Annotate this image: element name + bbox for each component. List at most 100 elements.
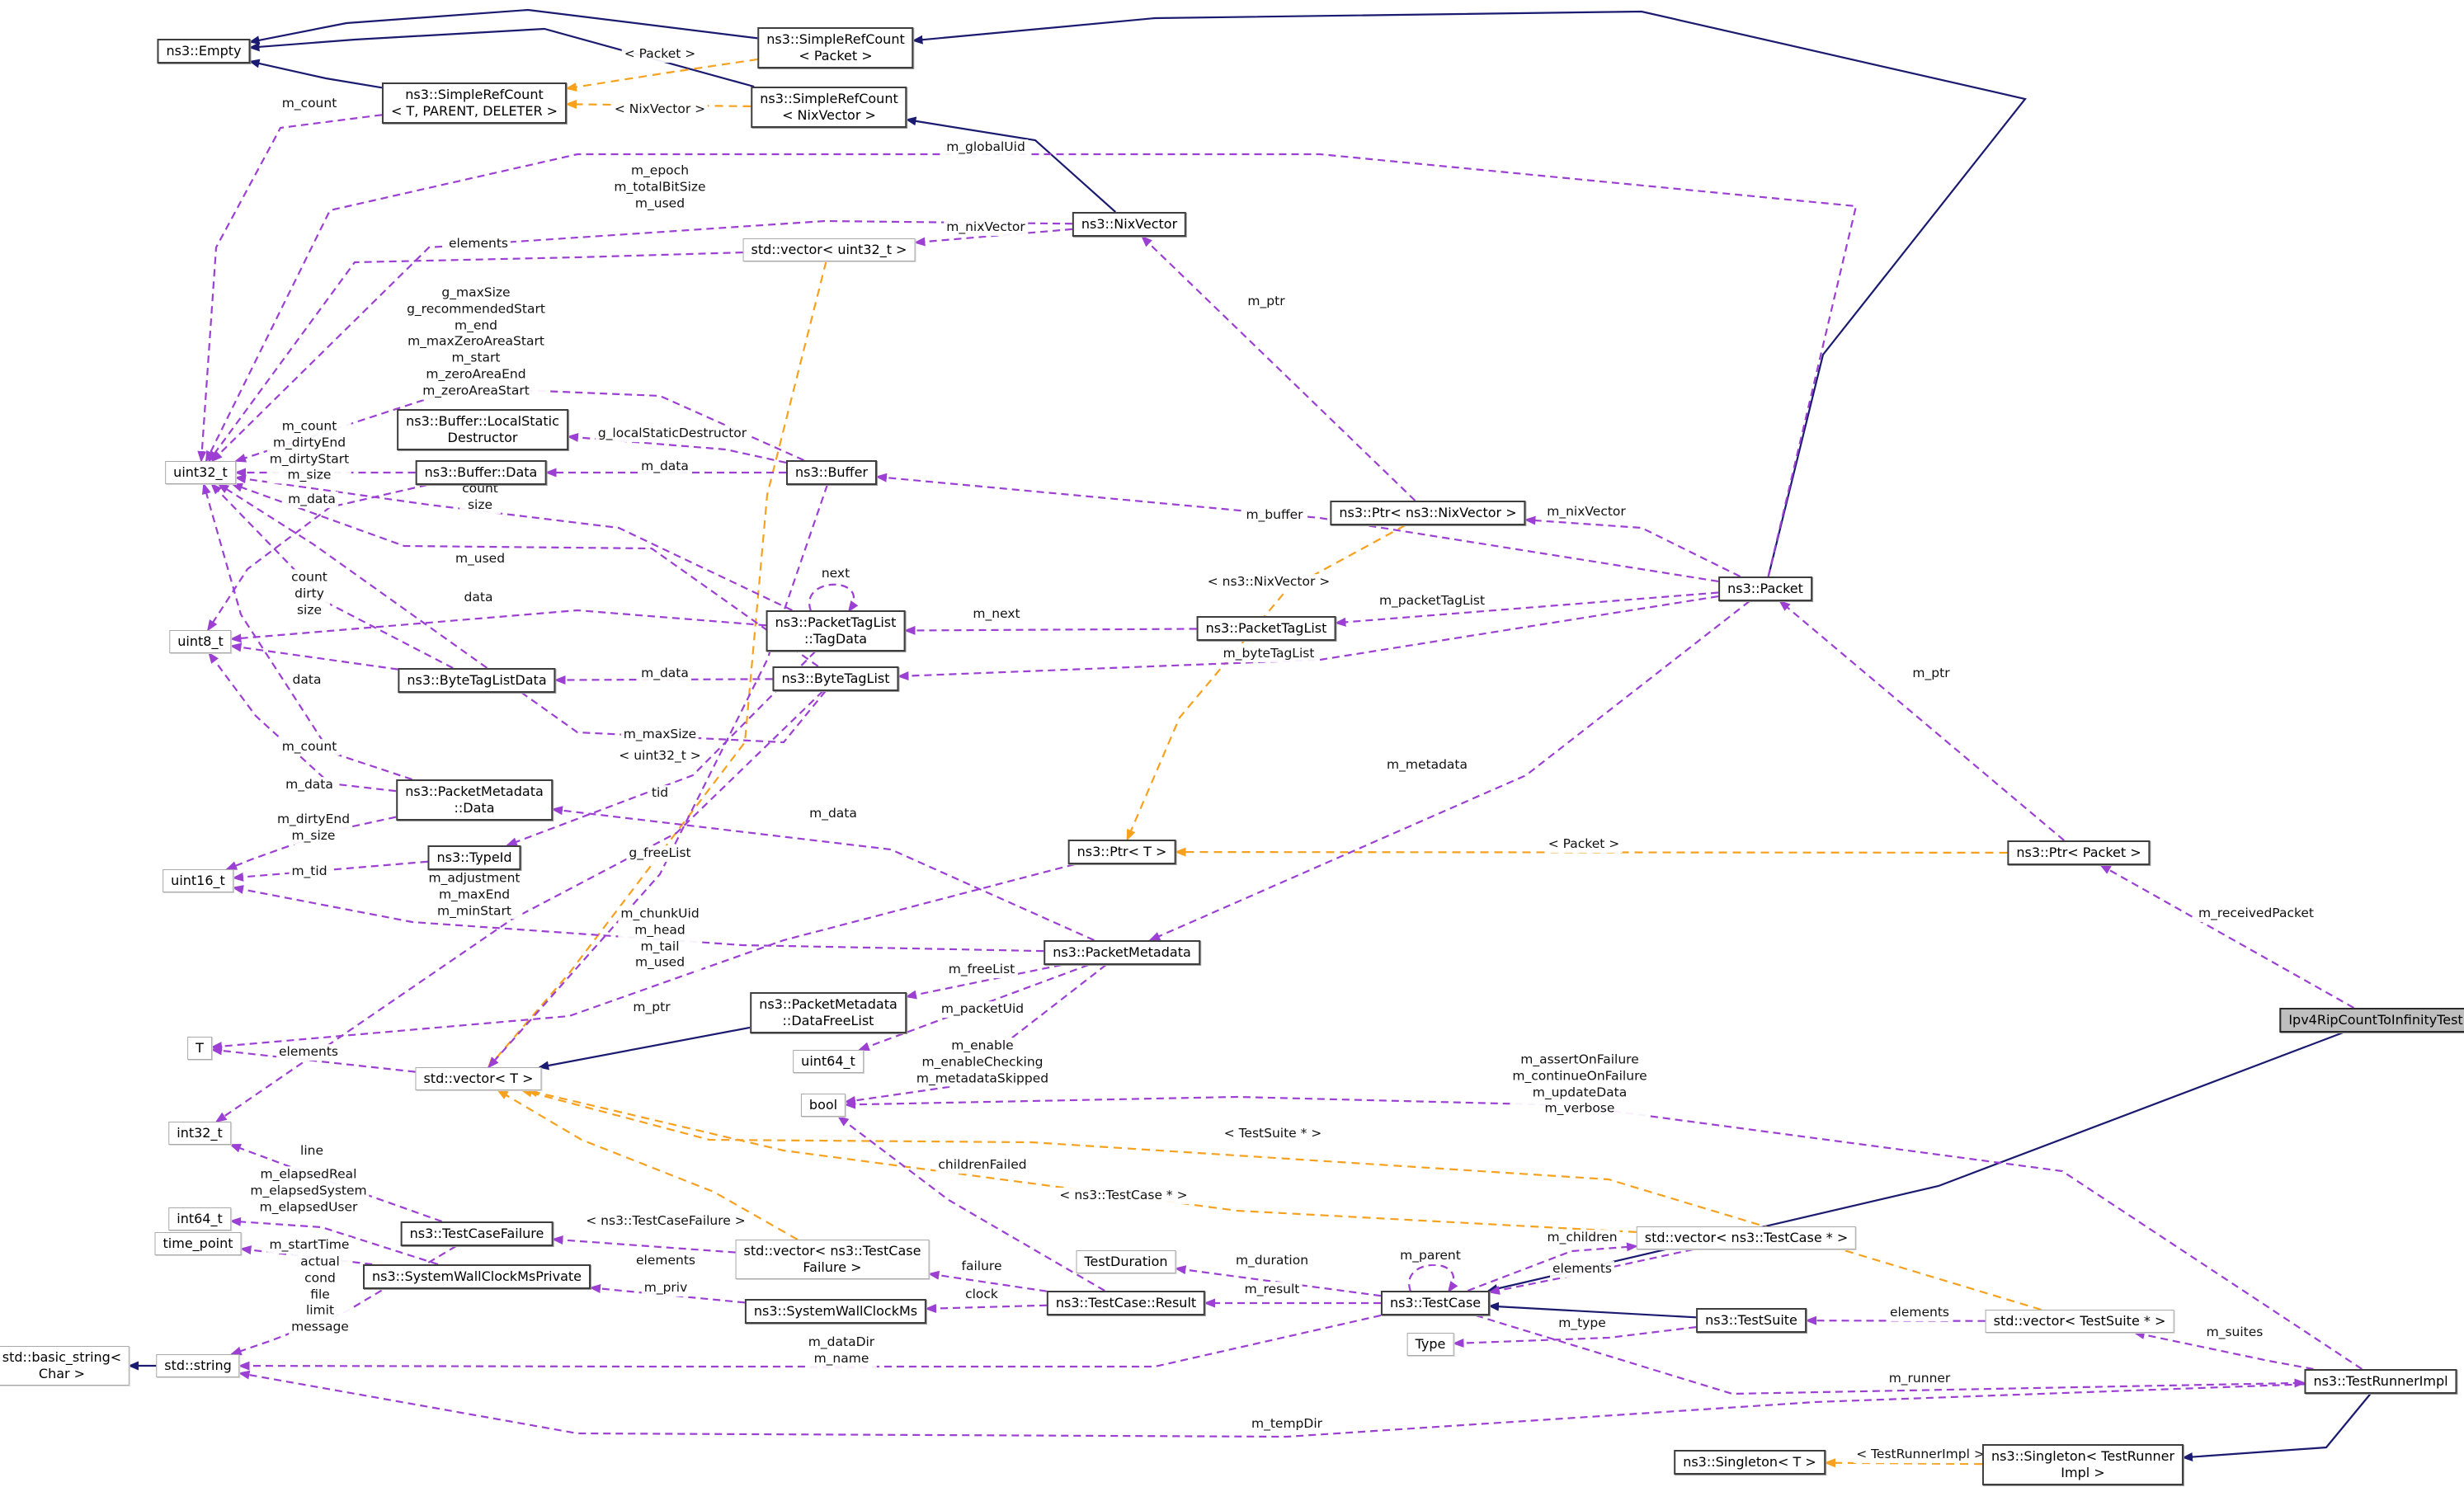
class-node-duration[interactable]: TestDuration (1076, 1250, 1176, 1273)
edge-usage-g_freeList (488, 484, 828, 1069)
edge-usage-m_runner (1475, 1314, 2306, 1395)
class-node-pm_dfl[interactable]: ns3::PacketMetadata ::DataFreeList (750, 992, 907, 1033)
edge-template-< TestSuite * > (521, 1088, 2042, 1311)
edge-label: m_data (285, 492, 338, 508)
edge-label: m_used (452, 551, 508, 567)
edge-label: < ns3::NixVector > (1204, 574, 1333, 591)
class-node-buffer[interactable]: ns3::Buffer (786, 460, 877, 485)
edge-usage-m_dataDir (238, 1314, 1382, 1371)
edge-label: < uint32_t > (616, 748, 704, 765)
class-node-vec_t[interactable]: std::vector< T > (415, 1067, 542, 1090)
edge-label: line (298, 1143, 326, 1160)
edge-usage-m_next (903, 625, 1197, 635)
edge-usage-m_children (1467, 1242, 1638, 1292)
edge-usage-m_data (206, 483, 427, 632)
edge-usage-m_buffer (875, 473, 1719, 583)
edge-inherit (248, 8, 758, 45)
edge-label: m_parent (1397, 1248, 1463, 1264)
class-node-ptr_t[interactable]: ns3::Ptr< T > (1067, 840, 1176, 864)
edge-label: < NixVector > (611, 101, 709, 118)
class-node-bool_box[interactable]: bool (800, 1094, 846, 1117)
class-node-vec_tc[interactable]: std::vector< ns3::TestCase * > (1636, 1226, 1857, 1249)
edge-label: m_runner (1886, 1371, 1953, 1387)
class-node-pm_data[interactable]: ns3::PacketMetadata ::Data (396, 779, 553, 821)
edge-usage-count (234, 474, 793, 611)
class-node-stdstring[interactable]: std::string (156, 1354, 240, 1377)
edge-label: m_count (279, 739, 340, 755)
class-node-singleton_t[interactable]: ns3::Singleton< T > (1674, 1450, 1826, 1475)
class-node-nixvector[interactable]: ns3::NixVector (1072, 212, 1187, 237)
edge-label: data (290, 672, 324, 689)
class-node-int64[interactable]: int64_t (168, 1207, 231, 1231)
class-node-swcm[interactable]: ns3::SystemWallClockMs (744, 1299, 927, 1324)
edge-label: m_globalUid (944, 139, 1028, 156)
class-node-uint8[interactable]: uint8_t (169, 630, 232, 653)
class-node-empty[interactable]: ns3::Empty (157, 39, 251, 64)
edge-label: m_dataDir m_name (805, 1334, 878, 1367)
edge-template-< Packet > (565, 58, 758, 92)
class-node-basic_string[interactable]: std::basic_string< Char > (0, 1346, 130, 1386)
edge-template-< TestRunnerImpl > (1824, 1458, 1983, 1468)
edge-label: < TestRunnerImpl > (1854, 1447, 1987, 1463)
edge-usage-m_data (551, 806, 1095, 942)
class-node-src_nix[interactable]: ns3::SimpleRefCount < NixVector > (751, 87, 907, 128)
edge-label: < TestSuite * > (1221, 1126, 1325, 1142)
class-node-buf_data[interactable]: ns3::Buffer::Data (415, 460, 547, 485)
class-node-uint32[interactable]: uint32_t (165, 461, 236, 484)
edge-label: actual cond file limit message (289, 1254, 351, 1336)
edge-usage-m_ptr (1141, 235, 1416, 501)
edge-usage-m_byteTagList (897, 595, 1719, 681)
edge-usage-m_tid (232, 860, 428, 882)
class-node-buf_lsd[interactable]: ns3::Buffer::LocalStatic Destructor (397, 409, 568, 450)
class-node-int32[interactable]: int32_t (168, 1122, 231, 1145)
edge-usage-m_nixVector (1524, 515, 1741, 577)
class-node-ptl_tagdata[interactable]: ns3::PacketTagList ::TagData (766, 610, 906, 652)
edge-label: elements (634, 1253, 698, 1269)
edge-usage-data (229, 609, 766, 643)
class-node-packet[interactable]: ns3::Packet (1718, 576, 1812, 601)
edge-label: m_chunkUid m_head m_tail m_used (618, 906, 702, 972)
class-node-pm[interactable]: ns3::PacketMetadata (1044, 940, 1200, 965)
edge-usage-m_used (230, 482, 819, 667)
class-node-uint64[interactable]: uint64_t (793, 1050, 864, 1073)
edge-label: m_tempDir (1248, 1416, 1326, 1433)
class-node-testsuite[interactable]: ns3::TestSuite (1696, 1308, 1807, 1333)
edge-label: m_ptr (1910, 666, 1953, 682)
class-node-uint16[interactable]: uint16_t (163, 869, 233, 892)
class-node-t_box[interactable]: T (187, 1037, 212, 1060)
class-node-swcmp[interactable]: ns3::SystemWallClockMsPrivate (363, 1264, 591, 1289)
class-node-testcase[interactable]: ns3::TestCase (1380, 1291, 1491, 1315)
edge-template-< ns3::NixVector > (1126, 525, 1406, 841)
edge-label: m_children (1544, 1230, 1620, 1246)
edge-usage-data (229, 642, 398, 671)
edge-label: next (818, 566, 853, 582)
class-node-singleton_tri[interactable]: ns3::Singleton< TestRunner Impl > (1981, 1444, 2184, 1485)
class-node-btl[interactable]: ns3::ByteTagList (772, 666, 899, 691)
class-node-timepoint[interactable]: time_point (154, 1232, 242, 1255)
edge-label: clock (963, 1287, 1001, 1303)
class-node-typeid[interactable]: ns3::TypeId (427, 845, 521, 870)
class-node-src_packet[interactable]: ns3::SimpleRefCount < Packet > (757, 27, 914, 68)
class-node-type_box[interactable]: Type (1406, 1333, 1454, 1356)
class-node-tc_result[interactable]: ns3::TestCase::Result (1046, 1291, 1206, 1315)
class-node-ptr_nix[interactable]: ns3::Ptr< ns3::NixVector > (1330, 501, 1526, 525)
edge-label: m_count (279, 96, 340, 112)
edge-label: m_startTime (266, 1237, 352, 1254)
edge-label: m_result (1241, 1282, 1303, 1298)
class-node-btl_data[interactable]: ns3::ByteTagListData (398, 668, 556, 693)
class-node-src_tpd[interactable]: ns3::SimpleRefCount < T, PARENT, DELETER… (381, 82, 568, 124)
class-node-target[interactable]: Ipv4RipCountToInfinityTest (2279, 1008, 2464, 1033)
class-node-runner[interactable]: ns3::TestRunnerImpl (2304, 1369, 2457, 1394)
edge-usage-m_count (197, 114, 383, 463)
edge-label: m_data (283, 777, 336, 793)
class-node-vec_u32[interactable]: std::vector< uint32_t > (742, 238, 916, 261)
edge-label: m_nixVector (1544, 504, 1628, 520)
edge-usage-m_adjustment (214, 690, 824, 1123)
class-node-ptr_packet[interactable]: ns3::Ptr< Packet > (2007, 840, 2151, 865)
class-node-tcf[interactable]: ns3::TestCaseFailure (400, 1221, 554, 1246)
edge-inherit (538, 1026, 751, 1071)
class-node-vec_ts[interactable]: std::vector< TestSuite * > (1985, 1310, 2174, 1333)
class-node-vec_tcf[interactable]: std::vector< ns3::TestCase Failure > (735, 1240, 930, 1279)
class-node-ptl[interactable]: ns3::PacketTagList (1196, 616, 1336, 641)
